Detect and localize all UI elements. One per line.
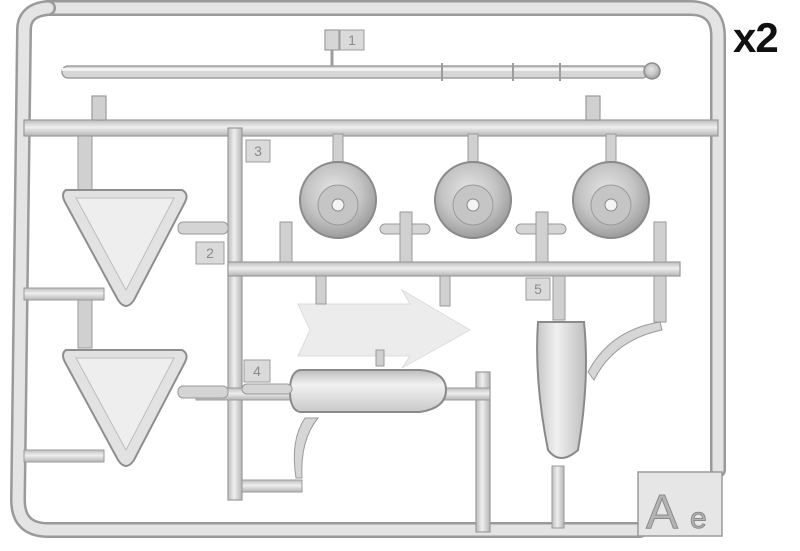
part-3-wheels: [279, 133, 667, 263]
part-2-signs: [62, 135, 229, 467]
part-number-1: 1: [339, 29, 365, 51]
svg-text:2: 2: [206, 245, 214, 261]
quantity-multiplier: x2: [733, 14, 779, 61]
inner-runner: [23, 127, 681, 533]
part-number-4: 4: [243, 359, 271, 383]
part-number-tags: 1 2 3 4 5: [195, 29, 551, 383]
svg-text:1: 1: [348, 32, 356, 48]
part-number-3: 3: [245, 139, 271, 163]
sprue-letter-main: A: [646, 486, 678, 539]
sprue-letter-box: A e: [637, 471, 723, 540]
part-1-rod: [61, 29, 661, 81]
main-runner: [23, 95, 719, 137]
part-4-tank: [241, 349, 448, 479]
arrow-part: [297, 275, 472, 369]
part-5-bag: [536, 275, 667, 529]
svg-text:3: 3: [254, 143, 262, 159]
svg-text:4: 4: [253, 363, 261, 379]
svg-text:5: 5: [534, 281, 542, 297]
sprue-frame: [9, 0, 726, 538]
part-number-5: 5: [525, 277, 551, 301]
part-number-2: 2: [195, 241, 225, 265]
sprue-letter-sub: e: [690, 502, 707, 535]
